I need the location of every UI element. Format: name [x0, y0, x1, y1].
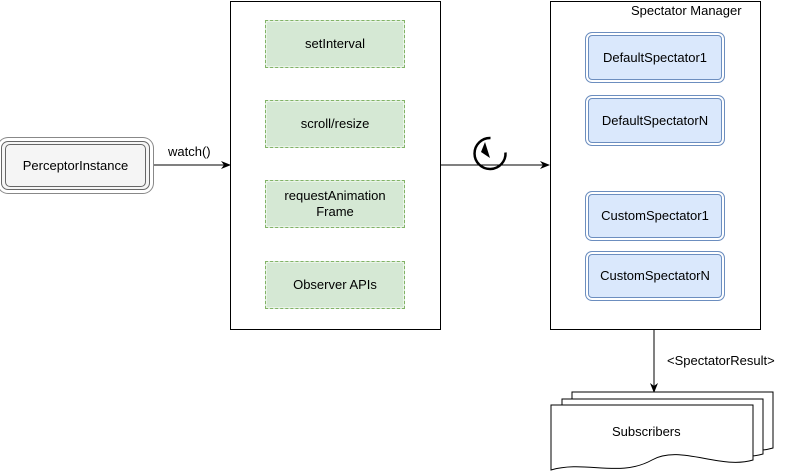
spectator-default-n: DefaultSpectatorN	[585, 95, 725, 146]
trigger-scroll-resize: scroll/resize	[265, 100, 405, 148]
trigger-observer-apis: Observer APIs	[265, 261, 405, 309]
spectator-default-1: DefaultSpectator1	[585, 32, 725, 83]
subscribers-label: Subscribers	[612, 424, 681, 439]
spectator-manager-title: Spectator Manager	[631, 3, 742, 18]
refresh-loop-icon	[473, 136, 507, 171]
trigger-setinterval: setInterval	[265, 20, 405, 68]
spectator-custom-n: CustomSpectatorN	[585, 251, 725, 301]
perceptor-instance-label: PerceptorInstance	[5, 144, 146, 187]
trigger-request-animation-frame: requestAnimation Frame	[265, 180, 405, 228]
watch-label: watch()	[168, 144, 211, 159]
spectator-result-label: <SpectatorResult>	[667, 353, 775, 368]
spectator-custom-1: CustomSpectator1	[585, 191, 725, 241]
